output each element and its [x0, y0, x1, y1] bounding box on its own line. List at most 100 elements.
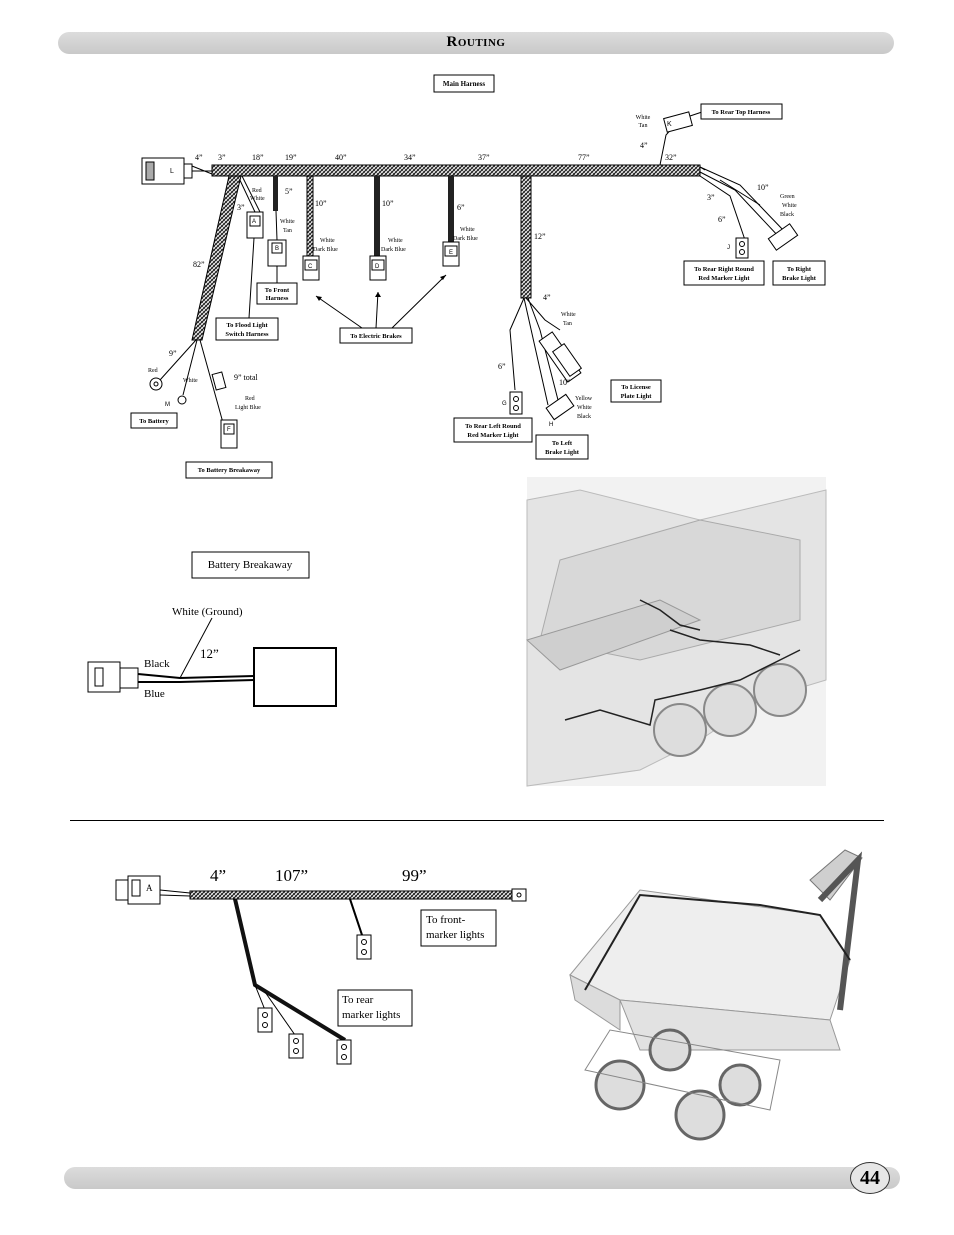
svg-text:A: A	[252, 219, 256, 225]
svg-text:Red Marker Light: Red Marker Light	[698, 275, 750, 282]
connector-k: K To Rear Top Harness White Tan 4”	[636, 103, 783, 166]
svg-text:6”: 6”	[718, 215, 726, 224]
page-number: 44	[850, 1162, 890, 1194]
callout-rear-right-round: To Rear Right Round Red Marker Light	[683, 260, 765, 286]
svg-text:To Battery Breakaway: To Battery Breakaway	[198, 467, 261, 474]
svg-text:10”: 10”	[315, 199, 327, 208]
svg-text:34”: 34”	[404, 153, 416, 162]
svg-text:White: White	[636, 115, 651, 121]
svg-text:marker lights: marker lights	[426, 929, 484, 941]
callout-license-plate: To License Plate Light	[610, 379, 662, 403]
svg-text:12”: 12”	[534, 232, 546, 241]
svg-text:White: White	[460, 227, 475, 233]
branch-d: D 10” White Dark Blue	[369, 176, 406, 281]
svg-text:Dark Blue: Dark Blue	[381, 247, 406, 253]
svg-text:Light Blue: Light Blue	[235, 405, 261, 411]
svg-text:G: G	[502, 401, 507, 407]
callout-battery-breakaway: To Battery Breakaway	[185, 461, 273, 479]
svg-text:J: J	[727, 245, 730, 251]
svg-text:10”: 10”	[559, 378, 571, 387]
svg-text:Plate Light: Plate Light	[621, 393, 653, 400]
svg-text:107”: 107”	[275, 866, 308, 885]
svg-text:To rear: To rear	[342, 994, 374, 1006]
callout-front-harness: To Front Harness	[256, 266, 298, 305]
svg-text:Switch Harness: Switch Harness	[225, 331, 269, 338]
svg-text:To Rear Left Round: To Rear Left Round	[465, 423, 521, 430]
svg-text:B: B	[275, 246, 279, 252]
svg-text:L: L	[170, 168, 174, 175]
svg-text:4”: 4”	[195, 153, 203, 162]
svg-text:3”: 3”	[218, 153, 226, 162]
svg-text:99”: 99”	[402, 866, 427, 885]
svg-text:9”: 9”	[169, 349, 177, 358]
svg-text:White: White	[388, 238, 403, 244]
svg-text:To Flood Light: To Flood Light	[226, 322, 268, 329]
svg-text:77”: 77”	[578, 153, 590, 162]
svg-text:18”: 18”	[252, 153, 264, 162]
connector-right-brake: 10” Green White Black	[757, 183, 799, 251]
svg-text:Red: Red	[148, 368, 158, 374]
svg-text:White: White	[320, 238, 335, 244]
svg-text:To Electric Brakes: To Electric Brakes	[350, 333, 402, 340]
svg-text:Brake Light: Brake Light	[782, 275, 817, 282]
svg-text:6”: 6”	[498, 362, 506, 371]
svg-text:32”: 32”	[665, 153, 677, 162]
svg-text:82”: 82”	[193, 260, 205, 269]
svg-text:White: White	[280, 219, 295, 225]
svg-text:Dark Blue: Dark Blue	[453, 236, 478, 242]
svg-text:Black: Black	[144, 658, 170, 670]
branch-c: C 10” White Dark Blue	[302, 175, 338, 281]
branch-a: A Red White 3”	[237, 175, 265, 239]
callout-rear-top: To Rear Top Harness	[712, 109, 771, 116]
header-bar: Routing	[58, 32, 894, 54]
svg-text:19”: 19”	[285, 153, 297, 162]
svg-text:Tan: Tan	[639, 123, 648, 129]
main-harness-label-box: Main Harness	[433, 74, 495, 93]
branch-b: B 5” White Tan	[267, 176, 295, 267]
breakaway-diagram: Battery Breakaway White (Ground) 12” Bla…	[87, 551, 337, 707]
svg-text:10”: 10”	[757, 183, 769, 192]
svg-text:37”: 37”	[478, 153, 490, 162]
svg-text:White: White	[782, 203, 797, 209]
svg-text:Yellow: Yellow	[575, 396, 593, 402]
svg-text:White: White	[561, 312, 576, 318]
svg-text:F: F	[227, 427, 231, 433]
rear-marker-branch: To rear marker lights	[233, 898, 413, 1065]
svg-text:To front-: To front-	[426, 914, 466, 926]
svg-text:White: White	[183, 378, 198, 384]
main-harness-label: Main Harness	[443, 80, 485, 88]
front-marker-branch: To front- marker lights	[349, 898, 497, 960]
trailer-underside-render	[526, 477, 827, 787]
svg-text:9” total: 9” total	[234, 373, 259, 382]
breakaway-title: Battery Breakaway	[208, 559, 293, 571]
svg-text:Blue: Blue	[144, 688, 165, 700]
svg-text:To Rear Right Round: To Rear Right Round	[694, 266, 754, 273]
footer-bar	[64, 1167, 900, 1189]
section-divider	[70, 820, 884, 821]
top-harness-trunk	[189, 890, 513, 900]
white-ground-label: White (Ground)	[172, 606, 243, 618]
svg-text:marker lights: marker lights	[342, 1009, 400, 1021]
svg-text:4”: 4”	[640, 141, 648, 150]
svg-text:A: A	[146, 883, 153, 893]
svg-text:40”: 40”	[335, 153, 347, 162]
svg-text:Red: Red	[245, 396, 255, 402]
svg-text:Green: Green	[780, 194, 795, 200]
connector-a-top: A	[115, 875, 191, 905]
svg-text:Red Marker Light: Red Marker Light	[467, 432, 519, 439]
main-harness-trunk	[211, 164, 701, 177]
svg-text:3”: 3”	[237, 203, 245, 212]
connector-j: J 3” 6”	[707, 193, 749, 259]
page-title: Routing	[446, 34, 506, 50]
rear-right-wires	[699, 166, 786, 241]
svg-text:C: C	[308, 264, 313, 270]
svg-text:E: E	[449, 250, 453, 256]
svg-text:White: White	[577, 405, 592, 411]
svg-text:K: K	[667, 121, 672, 128]
svg-text:White: White	[250, 196, 265, 202]
callout-rear-left-round: To Rear Left Round Red Marker Light	[453, 417, 533, 443]
callout-flood-light: To Flood Light Switch Harness	[215, 237, 279, 341]
svg-text:To License: To License	[621, 384, 651, 391]
